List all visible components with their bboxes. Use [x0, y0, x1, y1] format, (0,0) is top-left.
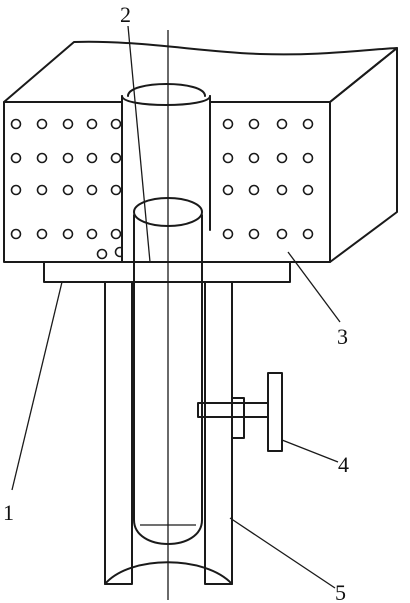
particle-dot	[36, 228, 48, 240]
leader-line-5	[229, 517, 336, 589]
leader-lines	[11, 25, 341, 589]
label-3: 3	[337, 324, 348, 349]
particle-dot	[36, 118, 48, 130]
particle-dot	[302, 118, 314, 130]
base-plate	[43, 261, 291, 283]
label-5: 5	[335, 580, 346, 603]
particle-dots	[10, 118, 314, 260]
particle-dot	[36, 184, 48, 196]
particle-dot	[86, 228, 98, 240]
particle-dot	[222, 118, 234, 130]
particle-dot	[110, 118, 122, 130]
particle-dot	[36, 152, 48, 164]
particle-dot	[248, 184, 260, 196]
particle-dot	[110, 152, 122, 164]
particle-dot	[276, 228, 288, 240]
particle-dot	[96, 248, 108, 260]
particle-dot	[62, 184, 74, 196]
leader-line-3	[287, 251, 341, 323]
particle-dot	[222, 184, 234, 196]
block-cavity	[121, 83, 211, 266]
particle-dot	[10, 152, 22, 164]
particle-dot	[86, 184, 98, 196]
leader-line-2	[127, 25, 151, 263]
particle-dot	[302, 228, 314, 240]
particle-dot	[10, 228, 22, 240]
particle-dot	[10, 184, 22, 196]
particle-dot	[86, 152, 98, 164]
block-side-face	[329, 47, 398, 263]
particle-dot	[276, 118, 288, 130]
particle-dot	[222, 152, 234, 164]
block-top-face	[3, 40, 398, 103]
particle-dot	[302, 152, 314, 164]
leader-line-1	[11, 281, 63, 491]
particle-dot	[62, 152, 74, 164]
label-2: 2	[120, 2, 131, 27]
particle-dot	[62, 228, 74, 240]
particle-dot	[110, 228, 122, 240]
particle-dot	[248, 228, 260, 240]
label-1: 1	[3, 500, 14, 525]
particle-dot	[276, 152, 288, 164]
particle-dot	[10, 118, 22, 130]
label-4: 4	[338, 452, 349, 477]
particle-dot	[222, 228, 234, 240]
particle-dot	[62, 118, 74, 130]
particle-dot	[86, 118, 98, 130]
particle-dot	[248, 118, 260, 130]
particle-dot	[248, 152, 260, 164]
particle-dot	[110, 184, 122, 196]
jacket-left-wall	[104, 281, 133, 585]
jacket-right-wall	[204, 281, 233, 585]
side-valve	[197, 372, 283, 452]
particle-dot	[302, 184, 314, 196]
leader-line-4	[281, 439, 339, 463]
particle-dot	[276, 184, 288, 196]
